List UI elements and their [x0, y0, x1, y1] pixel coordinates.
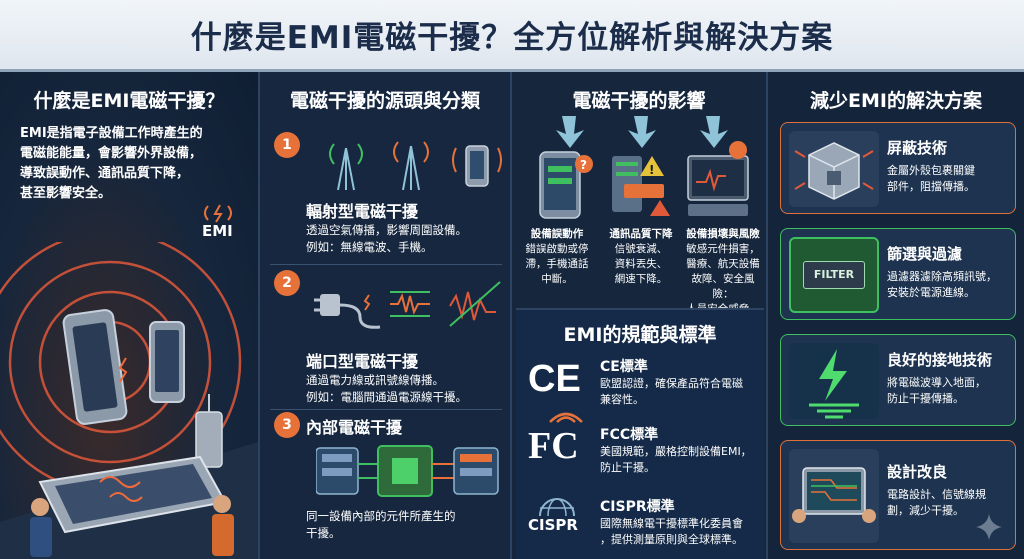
- page-title: 什麼是EMI電磁干擾？全方位解析與解決方案: [190, 20, 834, 56]
- radiated-emi-title: 輻射型電磁干擾: [306, 202, 419, 221]
- ground-lightning-icon: [789, 343, 879, 419]
- internal-emi-desc: 同一設備內部的元件所產生的 干擾。: [306, 509, 456, 540]
- design-name: 設計改良: [887, 463, 948, 481]
- fcc-desc: 美國規範，嚴格控制設備EMI， 防止干擾。: [600, 445, 752, 474]
- interference-scene-illustration: [0, 242, 258, 559]
- tablet-circuit-icon: [789, 449, 879, 543]
- design-desc: 電路設計、信號線規 劃，減少干擾。: [887, 488, 986, 517]
- filter-chip-label: FILTER: [803, 261, 865, 289]
- circuit-board-icon: [316, 445, 499, 497]
- solution-design-improvement: 設計改良 電路設計、信號線規 劃，減少干擾。: [780, 440, 1016, 550]
- cispr-desc: 國際無線電干擾標準化委員會 ，提供測量原則與全球標準。: [600, 517, 743, 546]
- emi-impact-panel: 電磁干擾的影響 ? ! 設備誤動作 錯誤啟動或停 滯，手機通話 中斷。 通訊品質…: [510, 72, 766, 559]
- solution-shielding: 屏蔽技術 金屬外殼包裹關鍵 部件，阻擋傳播。: [780, 122, 1016, 214]
- emi-label: EMI: [202, 222, 233, 240]
- solution-grounding: 良好的接地技術 將電磁波導入地面， 防止干擾傳播。: [780, 334, 1016, 426]
- impact-illustration: ? !: [539, 116, 749, 219]
- filtering-name: 篩選與過濾: [887, 245, 963, 263]
- down-arrow-icon: [700, 116, 728, 148]
- ce-name: CE標準: [600, 359, 648, 375]
- emi-solutions-panel: 減少EMI的解決方案 屏蔽技術 金屬外殼包裹關鍵 部件，阻擋傳播。 FILTER…: [766, 72, 1024, 559]
- down-arrow-icon: [556, 116, 584, 148]
- solution-filtering: FILTER 篩選與過濾 過濾器濾除高頻訊號， 安裝於電源進線。: [780, 228, 1016, 320]
- ce-desc: 歐盟認證，確保產品符合電磁 兼容性。: [600, 377, 743, 406]
- globe-icon: [539, 498, 575, 517]
- emi-sources-heading: 電磁干擾的源頭與分類: [289, 90, 480, 112]
- impact-communication: 通訊品質下降 信號衰減、 資料丟失、 網速下降。: [609, 228, 673, 285]
- down-arrow-icon: [628, 116, 656, 148]
- radiated-emi-desc: 透過空氣傳播，影響周圍設備。 例如：無線電波、手機。: [306, 223, 467, 254]
- title-bar: 什麼是EMI電磁干擾？全方位解析與解決方案: [0, 0, 1024, 72]
- emi-solutions-heading: 減少EMI的解決方案: [810, 90, 982, 112]
- cispr-name: CISPR標準: [600, 499, 675, 515]
- what-is-emi-heading: 什麼是EMI電磁干擾？: [33, 90, 225, 112]
- svg-text:!: !: [649, 163, 654, 177]
- emi-intro-text: EMI是指電子設備工作時產生的 電磁能能量，會影響外界設備， 導致誤動作、通訊品…: [20, 126, 203, 201]
- emi-sources-panel: 電磁干擾的源頭與分類 1 輻射型電磁干擾 透過空氣傳播，影響周圍設備。 例如：無…: [258, 72, 510, 559]
- ce-logo: CE: [528, 358, 581, 400]
- grounding-desc: 將電磁波導入地面， 防止干擾傳播。: [887, 376, 986, 405]
- standards-section: EMI的規範與標準 CE CE標準 歐盟認證，確保產品符合電磁 兼容性。 FC …: [516, 308, 764, 559]
- cispr-logo: CISPR: [528, 516, 578, 534]
- radio-tower-icon: [329, 141, 502, 191]
- fcc-name: FCC標準: [600, 427, 659, 443]
- internal-emi-title: 內部電磁干擾: [306, 418, 403, 437]
- step-number-1: 1: [274, 132, 300, 158]
- grounding-name: 良好的接地技術: [887, 351, 993, 369]
- shielding-name: 屏蔽技術: [887, 139, 948, 157]
- step-number-2: 2: [274, 270, 300, 296]
- divider: [270, 264, 502, 265]
- impact-malfunction: 設備誤動作 錯誤啟動或停 滯，手機通話 中斷。: [525, 228, 589, 285]
- wireless-signal-icon: [204, 204, 232, 223]
- filter-chip-icon: FILTER: [789, 237, 879, 313]
- svg-text:?: ?: [580, 158, 587, 172]
- standards-heading: EMI的規範與標準: [563, 324, 717, 346]
- shielding-desc: 金屬外殼包裹關鍵 部件，阻擋傳播。: [887, 164, 975, 193]
- fcc-logo: FC: [528, 425, 579, 467]
- divider: [270, 409, 502, 410]
- signal-arc-icon: [549, 412, 583, 423]
- impact-damage-risk: 設備損壞與風險 敏感元件損害， 醫療、航天設備 故障、安全風險： 人員安全威脅。: [686, 228, 760, 315]
- conducted-emi-title: 端口型電磁干擾: [306, 352, 419, 371]
- conducted-emi-desc: 通過電力線或訊號線傳播。 例如：電腦間通過電源線干擾。: [306, 373, 467, 404]
- sparkle-icon: [976, 514, 1002, 540]
- power-plug-icon: [314, 281, 501, 329]
- filtering-desc: 過濾器濾除高頻訊號， 安裝於電源進線。: [887, 270, 997, 299]
- what-is-emi-panel: 什麼是EMI電磁干擾？ EMI是指電子設備工作時產生的 電磁能能量，會影響外界設…: [0, 72, 258, 559]
- emi-impact-heading: 電磁干擾的影響: [572, 90, 706, 112]
- metal-shield-box-icon: [789, 131, 879, 207]
- step-number-3: 3: [274, 412, 300, 438]
